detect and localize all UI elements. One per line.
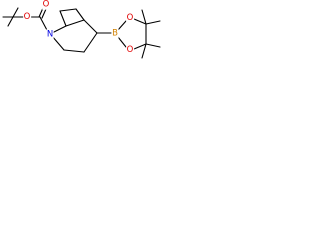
pinacol-boronate-ring (117, 9, 161, 59)
azabicyclooctane-ring (51, 8, 98, 53)
atom-label-background (111, 28, 119, 39)
atom-label-background (126, 12, 135, 24)
bond-bridgehead-top-ring (65, 19, 85, 27)
atom-label-boron: B (112, 29, 118, 39)
bond-n-bridgehead-bottom (51, 35, 65, 51)
atom-label-background (46, 29, 54, 40)
bond-bridge-top-2 (59, 8, 77, 12)
atom-label-nitrogen: N (47, 30, 53, 40)
bond-n-bridgehead-top (51, 25, 67, 34)
atom-label-background (126, 44, 135, 56)
bond-bridgehead-bottom-ring (63, 49, 85, 53)
bond-carbonyl-double-b (41, 8, 47, 19)
bond-o-c-top (133, 18, 147, 25)
bond-methyl-bottom-down (141, 43, 147, 59)
tert-butyl-group (2, 7, 26, 27)
bond-ring-to-c3-top (83, 19, 98, 34)
bond-b-o-bottom (117, 36, 127, 48)
bond-o-c-bottom (133, 43, 147, 50)
atom-label-background (23, 11, 32, 23)
bond-bridge-top-3 (75, 8, 85, 21)
atom-label-boronate-oxygen-top: O (127, 13, 134, 23)
atom-label-background (42, 0, 51, 10)
bond-bridge-top (59, 10, 67, 27)
bond-methyl-top-right (145, 20, 161, 25)
bond-ring-to-c3-bottom (83, 32, 98, 53)
chemical-structure: O O N B O O (2, 0, 161, 59)
bond-tbu-methyl-bottom (7, 16, 14, 27)
atom-label-carbonyl-oxygen: O (43, 0, 50, 10)
atom-label-ester-oxygen: O (24, 12, 31, 22)
carbamate-group (28, 7, 49, 33)
bond-b-o-top (117, 20, 127, 31)
bond-methyl-top-up (141, 9, 147, 25)
atom-label-boronate-oxygen-bottom: O (127, 45, 134, 55)
bond-tbu-methyl-top (12, 7, 19, 18)
bond-methyl-bottom-right (145, 43, 161, 48)
